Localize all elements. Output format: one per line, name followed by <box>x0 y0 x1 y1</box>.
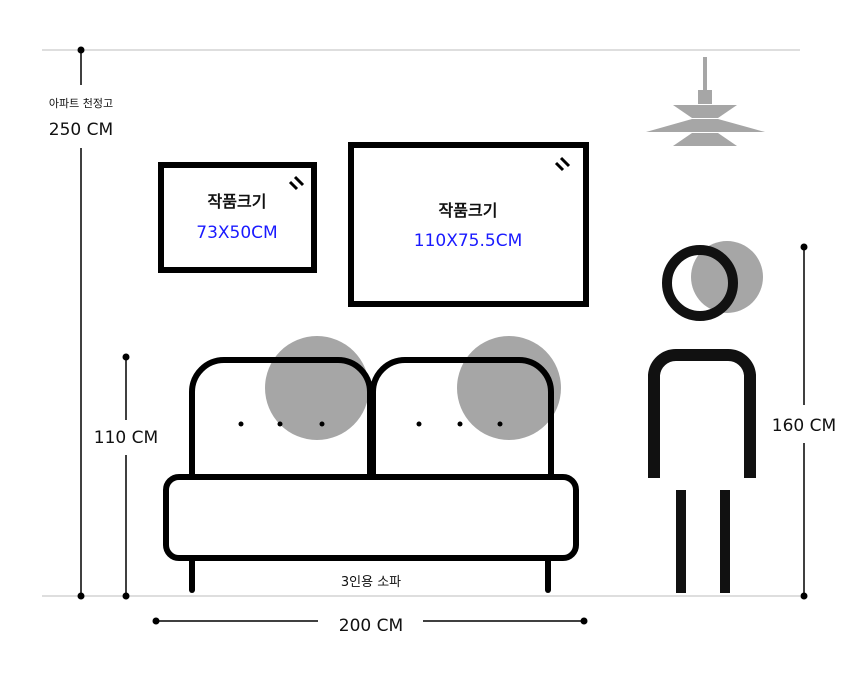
artwork-small: 작품크기 73X50CM <box>158 162 317 273</box>
sofa-label: 3인용 소파 <box>341 575 401 590</box>
sofa-width-value: 200 CM <box>339 616 403 636</box>
artwork-title: 작품크기 <box>439 201 498 220</box>
glare-icon <box>288 175 305 191</box>
pendant-lamp-icon <box>646 57 765 146</box>
ceiling-label: 아파트 천정고 <box>49 96 113 110</box>
sofa-icon: 3인용 소파 <box>163 336 579 593</box>
artwork-size: 73X50CM <box>196 223 277 243</box>
person-height-dimension: 160 CM <box>772 243 836 600</box>
artwork-title: 작품크기 <box>208 192 267 211</box>
glare-icon <box>554 156 571 172</box>
person-icon <box>648 241 763 593</box>
ceiling-height-value: 250 CM <box>49 120 113 140</box>
person-height-value: 160 CM <box>772 416 836 436</box>
ceiling-height-dimension: 아파트 천정고 250 CM <box>49 46 113 600</box>
sofa-height-value: 110 CM <box>94 428 158 448</box>
artwork-size: 110X75.5CM <box>414 231 522 251</box>
sofa-height-dimension: 110 CM <box>94 353 158 600</box>
artwork-large: 작품크기 110X75.5CM <box>348 142 589 307</box>
sofa-width-dimension: 200 CM <box>152 616 588 636</box>
